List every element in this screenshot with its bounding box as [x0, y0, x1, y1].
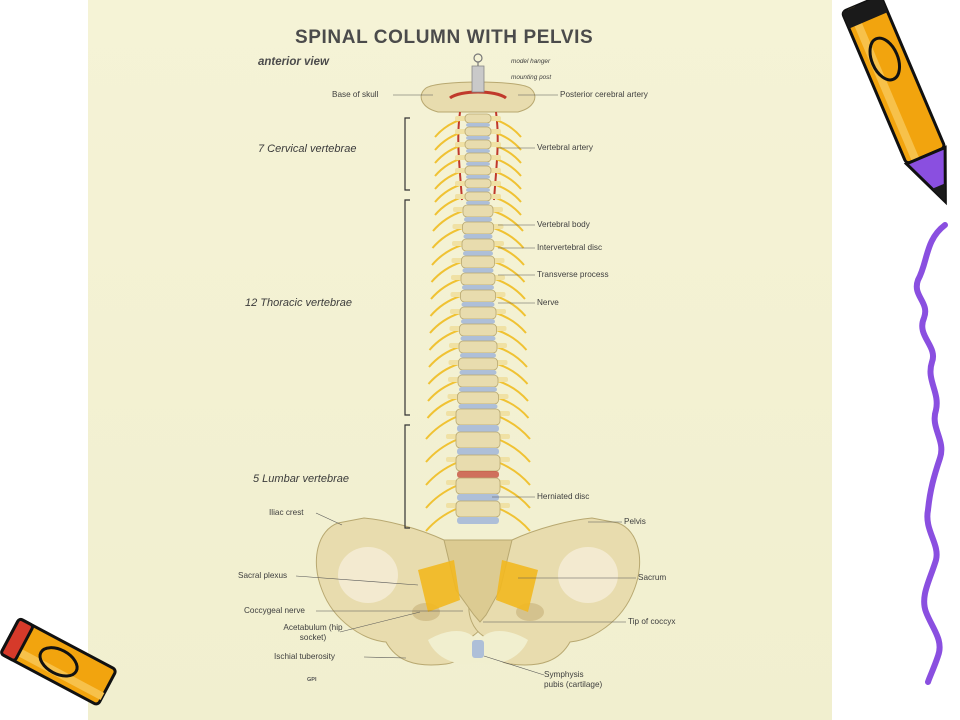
nerve-root — [497, 380, 529, 402]
intervertebral-disc — [462, 285, 494, 290]
nerve-root — [425, 508, 457, 532]
nerve-root — [425, 462, 457, 486]
nerve-root — [493, 244, 525, 266]
intervertebral-disc — [457, 517, 499, 524]
nerve-root — [496, 329, 528, 351]
pelvis-shape — [315, 517, 641, 666]
nerve-root — [499, 439, 531, 463]
nerve-root — [495, 312, 527, 334]
label-symphysis-pubis: Symphysis pubis (cartilage) — [544, 670, 603, 689]
intervertebral-disc — [457, 448, 499, 455]
spinal-column-illustration — [315, 53, 641, 666]
nerve-root — [429, 295, 461, 317]
label-mounting-post: mounting post — [511, 74, 552, 81]
intervertebral-disc — [459, 370, 497, 375]
nerve-root — [430, 278, 462, 300]
label-ischial-tuberosity: Ischial tuberosity — [274, 652, 335, 661]
intervertebral-disc — [466, 162, 490, 166]
intervertebral-disc — [460, 336, 496, 341]
region-cervical: 7 Cervical vertebrae — [258, 143, 357, 155]
nerve-root — [494, 261, 526, 283]
nerve-root — [425, 439, 457, 463]
anatomy-poster: SPINAL COLUMN WITH PELVIS anterior view — [88, 0, 832, 720]
region-thoracic: 12 Thoracic vertebrae — [245, 297, 352, 309]
intervertebral-disc — [459, 387, 497, 392]
intervertebral-disc — [461, 302, 495, 307]
nerve-root — [426, 397, 458, 419]
nerve-root — [425, 416, 457, 440]
vertebrae-stack — [425, 113, 531, 532]
intervertebral-disc — [458, 404, 498, 409]
label-nerve: Nerve — [537, 298, 559, 307]
nerve-root — [428, 329, 460, 351]
diagram-subtitle: anterior view — [258, 56, 329, 68]
intervertebral-disc — [466, 123, 490, 127]
nerve-root — [499, 508, 531, 532]
intervertebral-disc — [457, 471, 499, 478]
label-transverse-process: Transverse process — [537, 270, 609, 279]
label-intervertebral-disc: Intervertebral disc — [537, 243, 603, 252]
skull-base-shape — [420, 81, 536, 113]
nerve-root — [496, 346, 528, 368]
intervertebral-disc — [460, 353, 496, 358]
label-base-of-skull: Base of skull — [332, 90, 379, 99]
label-vertebral-body: Vertebral body — [537, 220, 590, 229]
nerve-root — [430, 261, 462, 283]
nerve-root — [429, 312, 461, 334]
region-lumbar: 5 Lumbar vertebrae — [253, 473, 349, 485]
nerve-root — [494, 278, 526, 300]
intervertebral-disc — [463, 234, 493, 239]
label-model-hanger: model hanger — [511, 58, 551, 65]
nerve-root — [499, 416, 531, 440]
nerve-root — [493, 227, 525, 249]
nerve-root — [432, 210, 464, 232]
label-tip-of-coccyx: Tip of coccyx — [628, 617, 676, 626]
nerve-root — [425, 485, 457, 509]
footer-mark: GPI — [307, 677, 317, 683]
intervertebral-disc — [466, 188, 490, 192]
intervertebral-disc — [466, 175, 490, 179]
label-sacrum: Sacrum — [638, 573, 667, 582]
nerve-root — [497, 363, 529, 385]
nerve-root — [431, 227, 463, 249]
label-coccygeal-nerve: Coccygeal nerve — [244, 606, 305, 615]
intervertebral-disc — [466, 201, 490, 205]
nerve-root — [492, 210, 524, 232]
intervertebral-disc — [457, 494, 499, 501]
nerve-root — [499, 462, 531, 486]
intervertebral-disc — [461, 319, 495, 324]
label-iliac-crest: Iliac crest — [269, 508, 304, 517]
nerve-root — [427, 363, 459, 385]
nerve-root — [427, 380, 459, 402]
region-brackets — [295, 94, 636, 676]
nerve-root — [498, 397, 530, 419]
label-herniated-disc: Herniated disc — [537, 492, 590, 501]
nerve-root — [428, 346, 460, 368]
nerve-root — [495, 295, 527, 317]
nerve-root — [499, 485, 531, 509]
label-posterior-cerebral-artery: Posterior cerebral artery — [560, 90, 648, 99]
intervertebral-disc — [462, 268, 494, 273]
label-acetabulum: Acetabulum (hip socket) — [283, 623, 343, 642]
intervertebral-disc — [466, 149, 490, 153]
nerve-root — [431, 244, 463, 266]
intervertebral-disc — [457, 425, 499, 432]
intervertebral-disc — [466, 136, 490, 140]
diagram-title: SPINAL COLUMN WITH PELVIS — [295, 27, 594, 48]
label-sacral-plexus: Sacral plexus — [238, 571, 288, 580]
label-vertebral-artery: Vertebral artery — [537, 143, 593, 152]
intervertebral-disc — [463, 251, 493, 256]
intervertebral-disc — [464, 217, 492, 222]
label-pelvis: Pelvis — [624, 517, 646, 526]
